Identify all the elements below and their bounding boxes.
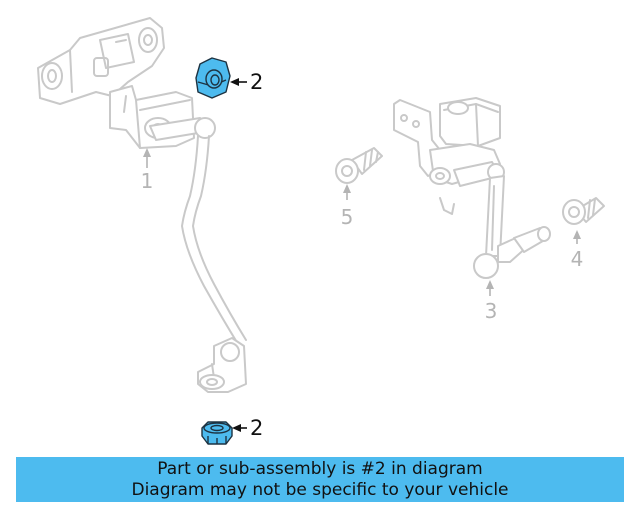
callout-2-lower: 2 xyxy=(250,416,263,440)
part-5-bolt[interactable] xyxy=(335,147,383,184)
part-4-bolt[interactable] xyxy=(562,197,605,225)
part-2-nut-upper[interactable] xyxy=(195,57,231,99)
callout-3: 3 xyxy=(485,299,498,323)
callout-5: 5 xyxy=(341,205,354,229)
part-1-sensor-assembly[interactable] xyxy=(37,17,247,393)
callout-1: 1 xyxy=(141,169,154,193)
banner-line-1: Part or sub-assembly is #2 in diagram xyxy=(157,459,483,479)
banner-line-2: Diagram may not be specific to your vehi… xyxy=(131,480,509,500)
part-3-sensor-assembly[interactable] xyxy=(393,97,551,279)
part-2-nut-lower[interactable] xyxy=(201,421,233,445)
info-banner: Part or sub-assembly is #2 in diagram Di… xyxy=(16,457,624,502)
callout-2-upper: 2 xyxy=(250,70,263,94)
callout-4: 4 xyxy=(571,247,584,271)
